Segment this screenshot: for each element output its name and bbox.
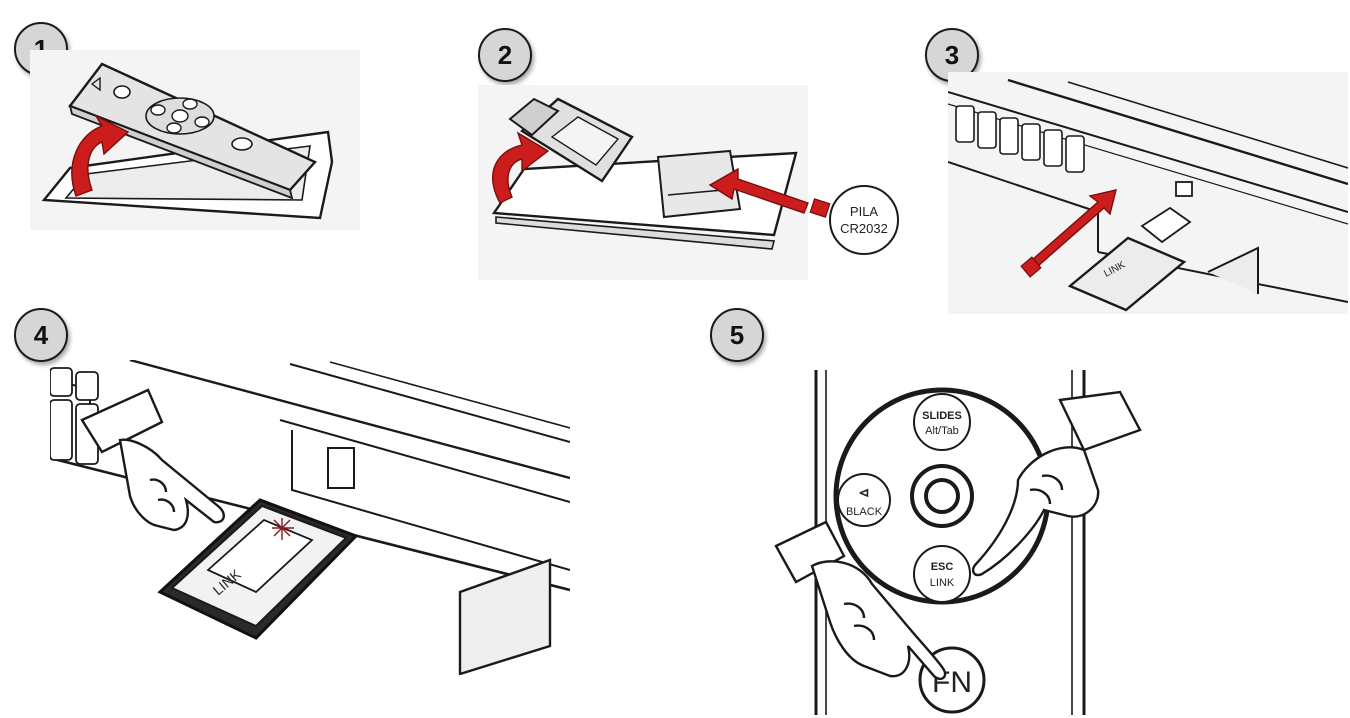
step-5-illustration: SLIDES Alt/Tab ⊲ BLACK ESC LINK FN <box>768 370 1173 715</box>
link-label: LINK <box>930 577 955 589</box>
step-5-badge: 5 <box>710 308 764 362</box>
slides-label: SLIDES <box>922 410 962 422</box>
battery-label-line1: PILA <box>850 204 879 219</box>
lift-arrow <box>71 114 130 197</box>
insert-dongle-arrow <box>1030 189 1117 267</box>
usb-dongle <box>1067 236 1187 312</box>
step-1-illustration <box>30 50 360 230</box>
black-symbol: ⊲ <box>859 485 870 500</box>
esc-link-button[interactable] <box>913 545 971 603</box>
slides-button[interactable] <box>913 393 971 451</box>
left-pointing-hand <box>774 520 947 681</box>
battery-icon <box>829 185 899 255</box>
esc-label: ESC <box>931 561 954 573</box>
usb-port <box>1175 181 1193 197</box>
pointing-hand <box>80 388 225 532</box>
step-3-illustration: LINK <box>948 72 1348 314</box>
right-pointing-hand <box>971 390 1142 577</box>
black-button[interactable] <box>837 473 891 527</box>
black-label: BLACK <box>846 506 883 518</box>
battery-label-line2: CR2032 <box>840 221 888 236</box>
lift-arrow <box>492 131 550 204</box>
step-4-illustration: LINK <box>50 360 570 675</box>
step-4-badge: 4 <box>14 308 68 362</box>
link-light-icon <box>272 518 294 540</box>
step-2-badge: 2 <box>478 28 532 82</box>
slides-sub-label: Alt/Tab <box>925 425 959 437</box>
insert-battery-arrow <box>708 167 809 214</box>
step-2-illustration: PILA CR2032 <box>478 85 938 280</box>
laptop-keys <box>955 105 1085 173</box>
